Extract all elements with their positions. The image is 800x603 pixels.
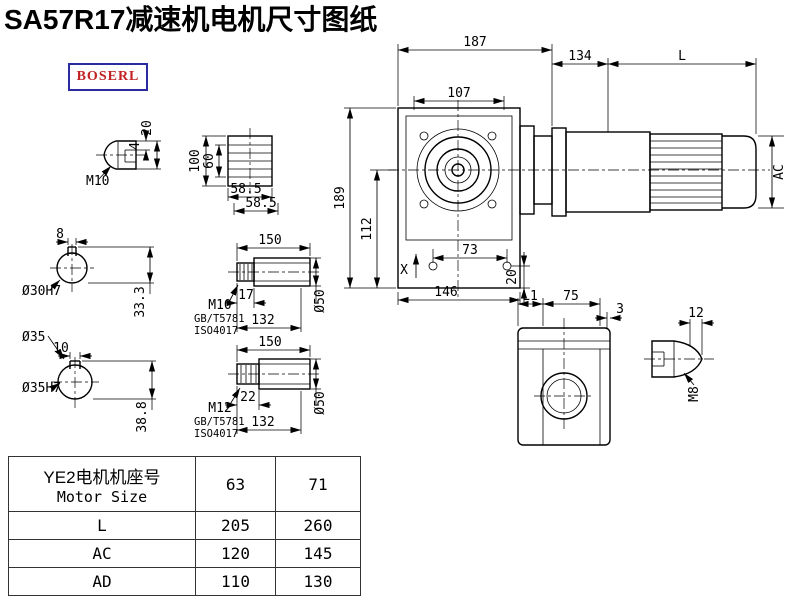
shaft-end-detail-m8: 12 M8 <box>644 306 714 402</box>
row-value: 110 <box>195 567 276 596</box>
dim-33-3: 33.3 <box>133 286 148 317</box>
thread-m10-label: M10 <box>86 174 109 189</box>
dim-4: 4 <box>128 142 143 150</box>
shaft-side-view-b: 150 M12 GB/T5781 ISO4017 22 132 Ø50 <box>194 335 328 440</box>
motor-side-profile <box>388 125 770 217</box>
bore-35-label: Ø35 <box>22 330 45 345</box>
row-value: 120 <box>195 539 276 568</box>
dim-foot-height: 20 <box>505 269 520 285</box>
gearbox-side-view: L1 75 3 <box>517 289 624 446</box>
dim-17: 17 <box>238 288 254 303</box>
dim-132-b: 132 <box>251 415 274 430</box>
row-value: 130 <box>275 567 361 596</box>
main-view-dimensions: 187 107 134 L 189 112 AC 20 73 146 X <box>333 35 787 305</box>
dim-3: 3 <box>616 302 624 317</box>
dim-adapter-length: 134 <box>568 49 592 64</box>
dim-22: 22 <box>240 390 256 405</box>
dim-width-total: 187 <box>463 35 486 50</box>
dim-150-a: 150 <box>258 233 281 248</box>
dim-keyway-8: 8 <box>56 227 64 242</box>
table-header-row: YE2电机机座号 Motor Size 63 71 <box>8 456 361 512</box>
dim-height: 189 <box>333 186 348 209</box>
shaft-section-30h7: 8 Ø30H7 33.3 <box>22 227 154 318</box>
thread-m8-label: M8 <box>687 386 702 402</box>
std-iso-a: ISO4017 <box>194 325 238 337</box>
dim-axis-height: 112 <box>360 217 375 240</box>
dim-58-5-a: 58.5 <box>230 182 261 197</box>
dim-keyway-10: 10 <box>53 341 69 356</box>
std-iso-b: ISO4017 <box>194 428 238 440</box>
dim-75: 75 <box>563 289 579 304</box>
header-label-cell: YE2电机机座号 Motor Size <box>8 456 196 512</box>
row-label: L <box>8 511 196 540</box>
thread-m12-shaft-label: M12 <box>208 401 231 416</box>
std-gb-a: GB/T5781 <box>194 313 245 325</box>
dim-dia-50-a: Ø50 <box>313 289 328 312</box>
brand-logo: BOSERL <box>68 63 148 91</box>
bore-30h7-label: Ø30H7 <box>22 284 61 299</box>
row-label: AD <box>8 567 196 596</box>
dim-dia-50-b: Ø50 <box>313 391 328 414</box>
dim-20: 20 <box>140 120 155 136</box>
table-row: L 205 260 <box>8 511 361 540</box>
brand-text: BOSERL <box>76 69 140 84</box>
std-gb-b: GB/T5781 <box>194 416 245 428</box>
dim-150-b: 150 <box>258 335 281 350</box>
dim-hole-span: 73 <box>462 243 478 258</box>
thread-m10-shaft-label: M10 <box>208 298 231 313</box>
header-label-en: Motor Size <box>56 487 148 506</box>
motor-size-table: YE2电机机座号 Motor Size 63 71 L 205 260 AC 1… <box>8 456 361 596</box>
dim-100: 100 <box>188 149 203 172</box>
row-value: 260 <box>275 511 361 540</box>
dim-58-5-b: 58.5 <box>245 196 276 211</box>
row-label: AC <box>8 539 196 568</box>
dim-flange-width: 107 <box>447 86 470 101</box>
page-title: SA57R17减速机电机尺寸图纸 <box>4 4 378 35</box>
shaft-section-35h7: 10 Ø35H7 38.8 <box>22 341 156 433</box>
dim-12: 12 <box>688 306 704 321</box>
datum-x-label: X <box>400 263 408 278</box>
header-label-cn: YE2电机机座号 <box>43 467 161 487</box>
header-frame-63: 63 <box>195 456 276 512</box>
plate-detail: 100 60 58.5 58.5 <box>188 128 279 215</box>
table-row: AC 120 145 <box>8 539 361 568</box>
dim-motor-length: L <box>678 49 686 64</box>
dim-l1: L1 <box>522 289 538 304</box>
bore-35h7-label: Ø35H7 <box>22 381 61 396</box>
dome-detail-m10: M10 4 20 <box>86 120 161 189</box>
dim-60: 60 <box>202 153 217 169</box>
row-value: 145 <box>275 539 361 568</box>
dim-38-8: 38.8 <box>135 401 150 432</box>
table-row: AD 110 130 <box>8 567 361 596</box>
dim-motor-diameter: AC <box>772 164 787 180</box>
row-value: 205 <box>195 511 276 540</box>
dim-132-a: 132 <box>251 313 274 328</box>
dim-base-width: 146 <box>434 285 457 300</box>
header-frame-71: 71 <box>275 456 361 512</box>
shaft-side-view-a: 150 M10 GB/T5781 ISO4017 17 132 Ø50 <box>194 233 328 337</box>
